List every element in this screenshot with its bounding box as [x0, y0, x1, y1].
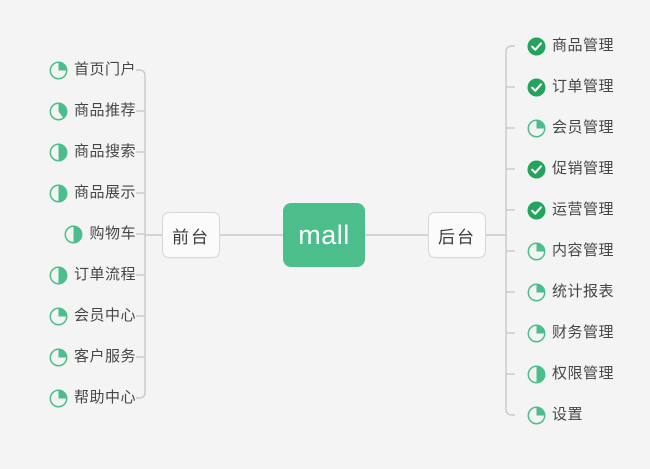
leaf-node[interactable]: 促销管理	[527, 156, 614, 182]
leaf-node[interactable]: 客户服务	[49, 344, 136, 370]
pie-progress-icon	[49, 389, 68, 408]
leaf-node-label: 帮助中心	[73, 389, 136, 406]
leaf-node-label: 商品推荐	[73, 102, 136, 119]
leaf-node-label: 设置	[552, 406, 584, 423]
check-circle-icon	[527, 37, 546, 56]
branch-node-back-label: 后台	[438, 227, 476, 247]
root-node[interactable]: mall	[283, 203, 365, 267]
check-circle-icon	[527, 201, 546, 220]
leaf-node-label: 首页门户	[73, 61, 136, 78]
pie-progress-icon	[527, 283, 546, 302]
leaf-node[interactable]: 商品搜索	[49, 139, 136, 165]
root-node-label: mall	[298, 219, 350, 250]
branch-node-front[interactable]: 前台	[162, 212, 220, 258]
leaf-node-label: 促销管理	[552, 160, 615, 177]
leaf-node[interactable]: 权限管理	[527, 361, 614, 387]
leaf-node-label: 购物车	[89, 225, 136, 242]
leaf-node[interactable]: 设置	[527, 402, 583, 428]
pie-progress-icon	[49, 184, 68, 203]
leaf-node[interactable]: 会员中心	[49, 303, 136, 329]
leaf-node[interactable]: 购物车	[64, 221, 136, 247]
check-circle-icon	[527, 160, 546, 179]
leaf-node-label: 权限管理	[552, 365, 615, 382]
branch-node-front-label: 前台	[172, 227, 210, 247]
leaf-node[interactable]: 帮助中心	[49, 385, 136, 411]
connector-line	[505, 45, 515, 416]
leaf-node-label: 订单流程	[73, 266, 136, 283]
leaf-node[interactable]: 统计报表	[527, 279, 614, 305]
pie-progress-icon	[49, 102, 68, 121]
leaf-node[interactable]: 订单流程	[49, 262, 136, 288]
leaf-node-label: 统计报表	[552, 283, 615, 300]
leaf-node[interactable]: 商品推荐	[49, 98, 136, 124]
check-circle-icon	[527, 78, 546, 97]
leaf-node[interactable]: 内容管理	[527, 238, 614, 264]
pie-progress-icon	[64, 225, 83, 244]
pie-progress-icon	[49, 307, 68, 326]
pie-progress-icon	[527, 242, 546, 261]
pie-progress-icon	[49, 61, 68, 80]
leaf-node[interactable]: 财务管理	[527, 320, 614, 346]
leaf-node-label: 运营管理	[552, 201, 615, 218]
leaf-node-label: 会员中心	[73, 307, 136, 324]
pie-progress-icon	[527, 119, 546, 138]
leaf-node-label: 财务管理	[552, 324, 615, 341]
leaf-node[interactable]: 首页门户	[49, 57, 136, 83]
pie-progress-icon	[527, 324, 546, 343]
leaf-node-label: 商品搜索	[73, 143, 136, 160]
leaf-node[interactable]: 订单管理	[527, 74, 614, 100]
leaf-node-label: 内容管理	[552, 242, 615, 259]
pie-progress-icon	[49, 266, 68, 285]
leaf-node-label: 订单管理	[552, 78, 615, 95]
leaf-node[interactable]: 商品管理	[527, 33, 614, 59]
leaf-node[interactable]: 商品展示	[49, 180, 136, 206]
leaf-node-label: 商品展示	[73, 184, 136, 201]
leaf-node-label: 商品管理	[552, 37, 615, 54]
leaf-node[interactable]: 会员管理	[527, 115, 614, 141]
pie-progress-icon	[527, 365, 546, 384]
leaf-node-label: 会员管理	[552, 119, 615, 136]
branch-node-back[interactable]: 后台	[428, 212, 486, 258]
pie-progress-icon	[527, 406, 546, 425]
leaf-node-label: 客户服务	[73, 348, 136, 365]
leaf-node[interactable]: 运营管理	[527, 197, 614, 223]
pie-progress-icon	[49, 348, 68, 367]
pie-progress-icon	[49, 143, 68, 162]
